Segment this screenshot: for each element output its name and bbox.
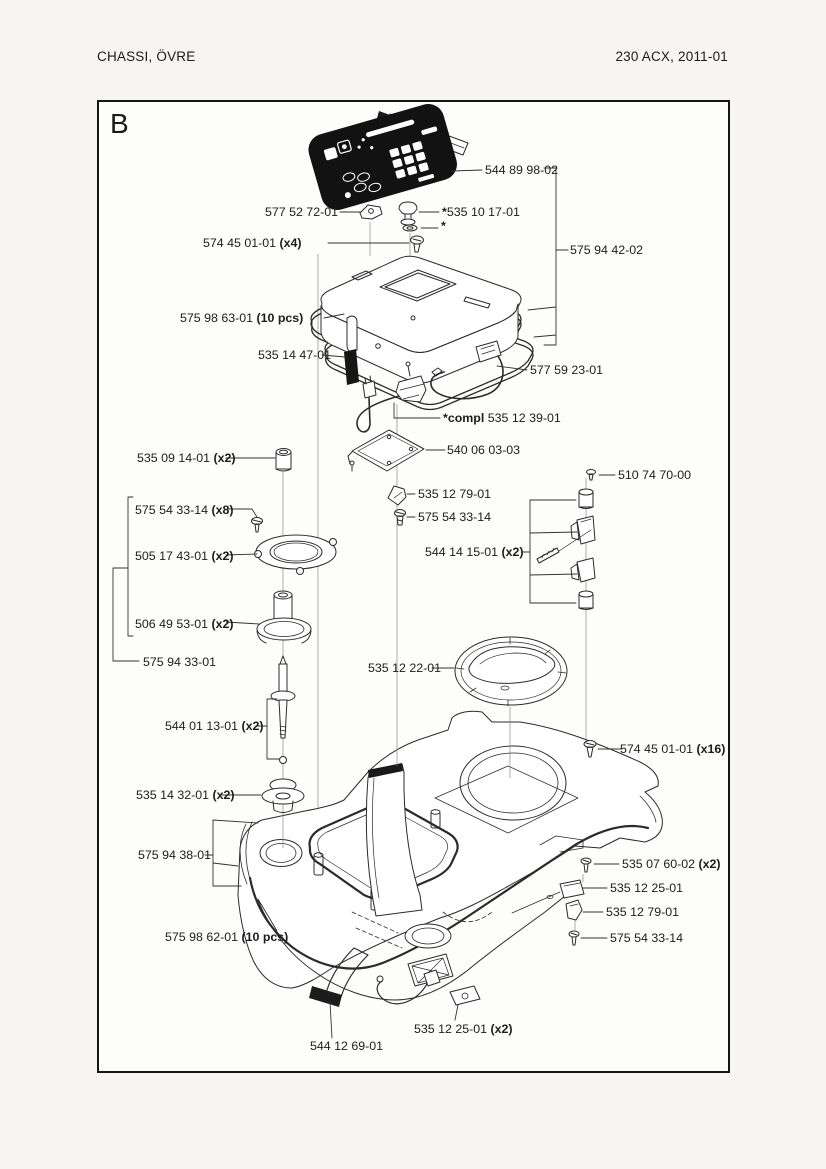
part-label: 577 59 23-01 <box>530 363 604 377</box>
part-label: 575 98 62-01 (10 pcs) <box>165 930 289 944</box>
section-letter: B <box>110 108 129 139</box>
part-label: 535 07 60-02 (x2) <box>622 857 721 871</box>
part-label: *535 10 17-01 <box>442 205 520 219</box>
part-label: 540 06 03-03 <box>447 443 521 457</box>
part-label: 535 12 25-01 (x2) <box>414 1022 513 1036</box>
part-label: 575 54 33-14 (x8) <box>135 503 234 517</box>
part-label: 506 49 53-01 (x2) <box>135 617 234 631</box>
part-label: 544 12 69-01 <box>310 1039 384 1053</box>
part-label: 574 45 01-01 (x4) <box>203 236 302 250</box>
model-revision: 230 ACX, 2011-01 <box>615 49 728 64</box>
part-label: 577 52 72-01 <box>264 205 338 219</box>
part-label: 535 14 32-01 (x2) <box>136 788 235 802</box>
part-label: 535 12 79-01 <box>418 487 492 501</box>
part-label: 575 94 38-01 <box>138 848 212 862</box>
part-label: 575 54 33-14 <box>418 510 492 524</box>
part-label: 544 14 15-01 (x2) <box>425 545 524 559</box>
part-label: 544 89 98-02 <box>485 163 559 177</box>
part-label: *compl 535 12 39-01 <box>443 411 561 425</box>
part-label: 535 12 22-01 <box>368 661 442 675</box>
part-label: 535 14 47-01 <box>258 348 332 362</box>
part-label: * <box>441 219 446 233</box>
part-label: 510 74 70-00 <box>618 468 692 482</box>
page-title: CHASSI, ÖVRE <box>97 49 196 64</box>
part-label: 544 01 13-01 (x2) <box>165 719 264 733</box>
part-label: 575 54 33-14 <box>610 931 684 945</box>
part-label: 505 17 43-01 (x2) <box>135 549 234 563</box>
part-label: 575 94 42-02 <box>570 243 644 257</box>
part-label: 575 94 33-01 <box>143 655 217 669</box>
part-label: 535 09 14-01 (x2) <box>137 451 236 465</box>
part-label: 535 12 25-01 <box>610 881 684 895</box>
part-label: 535 12 79-01 <box>606 905 680 919</box>
part-label: 575 98 63-01 (10 pcs) <box>180 311 304 325</box>
part-label: 574 45 01-01 (x16) <box>620 742 726 756</box>
